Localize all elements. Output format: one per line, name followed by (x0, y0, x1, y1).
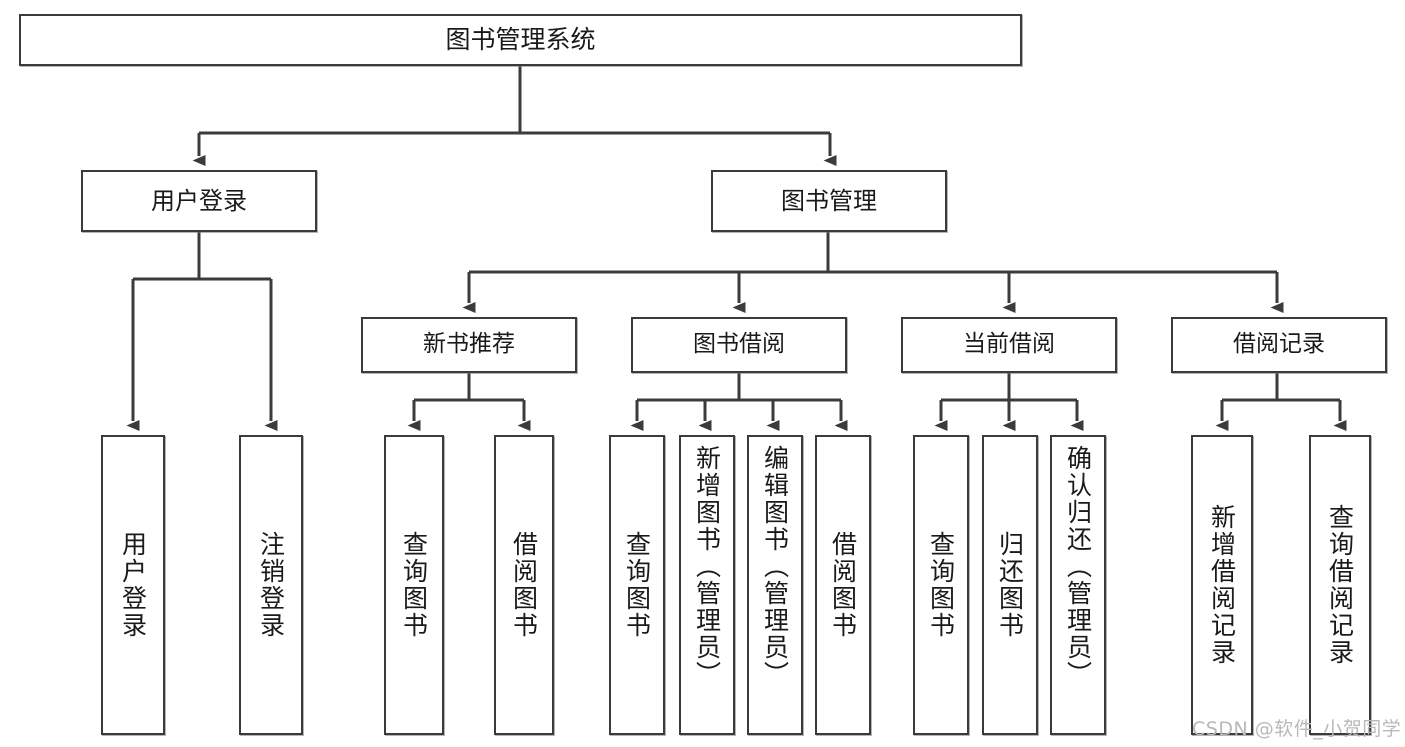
node-label: 图书借阅 (693, 331, 785, 358)
node-label: 用户登录 (151, 186, 247, 215)
leaf-borrow-book-2[interactable]: 借阅图书 (815, 435, 871, 735)
node-label: 新增借阅记录 (1207, 504, 1237, 666)
node-label: 编辑图书（管理员） (760, 445, 790, 688)
node-label: 查询图书 (399, 531, 429, 639)
csdn-watermark: CSDN @软件_小贺同学 (1192, 718, 1402, 740)
leaf-logout[interactable]: 注销登录 (239, 435, 303, 735)
node-label: 图书管理系统 (445, 25, 596, 54)
leaf-query-record[interactable]: 查询借阅记录 (1309, 435, 1371, 735)
node-current-borrow[interactable]: 当前借阅 (901, 317, 1117, 373)
node-label: 注销登录 (256, 531, 286, 639)
node-borrow-record[interactable]: 借阅记录 (1171, 317, 1387, 373)
leaf-add-record[interactable]: 新增借阅记录 (1191, 435, 1253, 735)
leaf-query-book-3[interactable]: 查询图书 (913, 435, 969, 735)
leaf-borrow-book-1[interactable]: 借阅图书 (494, 435, 554, 735)
node-book-borrow[interactable]: 图书借阅 (631, 317, 847, 373)
node-label: 新书推荐 (423, 331, 515, 358)
node-new-book-rec[interactable]: 新书推荐 (361, 317, 577, 373)
node-label: 归还图书 (995, 531, 1025, 639)
leaf-query-book-1[interactable]: 查询图书 (384, 435, 444, 735)
node-label: 查询借阅记录 (1325, 504, 1355, 666)
leaf-query-book-2[interactable]: 查询图书 (609, 435, 665, 735)
node-label: 查询图书 (622, 531, 652, 639)
leaf-return-book[interactable]: 归还图书 (982, 435, 1038, 735)
node-label: 图书管理 (781, 186, 877, 215)
node-label: 新增图书（管理员） (692, 445, 722, 688)
leaf-add-book[interactable]: 新增图书（管理员） (679, 435, 735, 735)
leaf-user-login[interactable]: 用户登录 (101, 435, 165, 735)
node-root-system[interactable]: 图书管理系统 (19, 14, 1022, 66)
node-label: 借阅图书 (509, 531, 539, 639)
node-user-login[interactable]: 用户登录 (81, 170, 317, 232)
node-label: 用户登录 (118, 531, 148, 639)
node-label: 确认归还（管理员） (1063, 445, 1093, 688)
node-book-manage[interactable]: 图书管理 (711, 170, 947, 232)
leaf-edit-book[interactable]: 编辑图书（管理员） (747, 435, 803, 735)
node-label: 当前借阅 (963, 331, 1055, 358)
node-label: 查询图书 (926, 531, 956, 639)
node-label: 借阅记录 (1233, 331, 1325, 358)
leaf-confirm-return[interactable]: 确认归还（管理员） (1050, 435, 1106, 735)
node-label: 借阅图书 (828, 531, 858, 639)
